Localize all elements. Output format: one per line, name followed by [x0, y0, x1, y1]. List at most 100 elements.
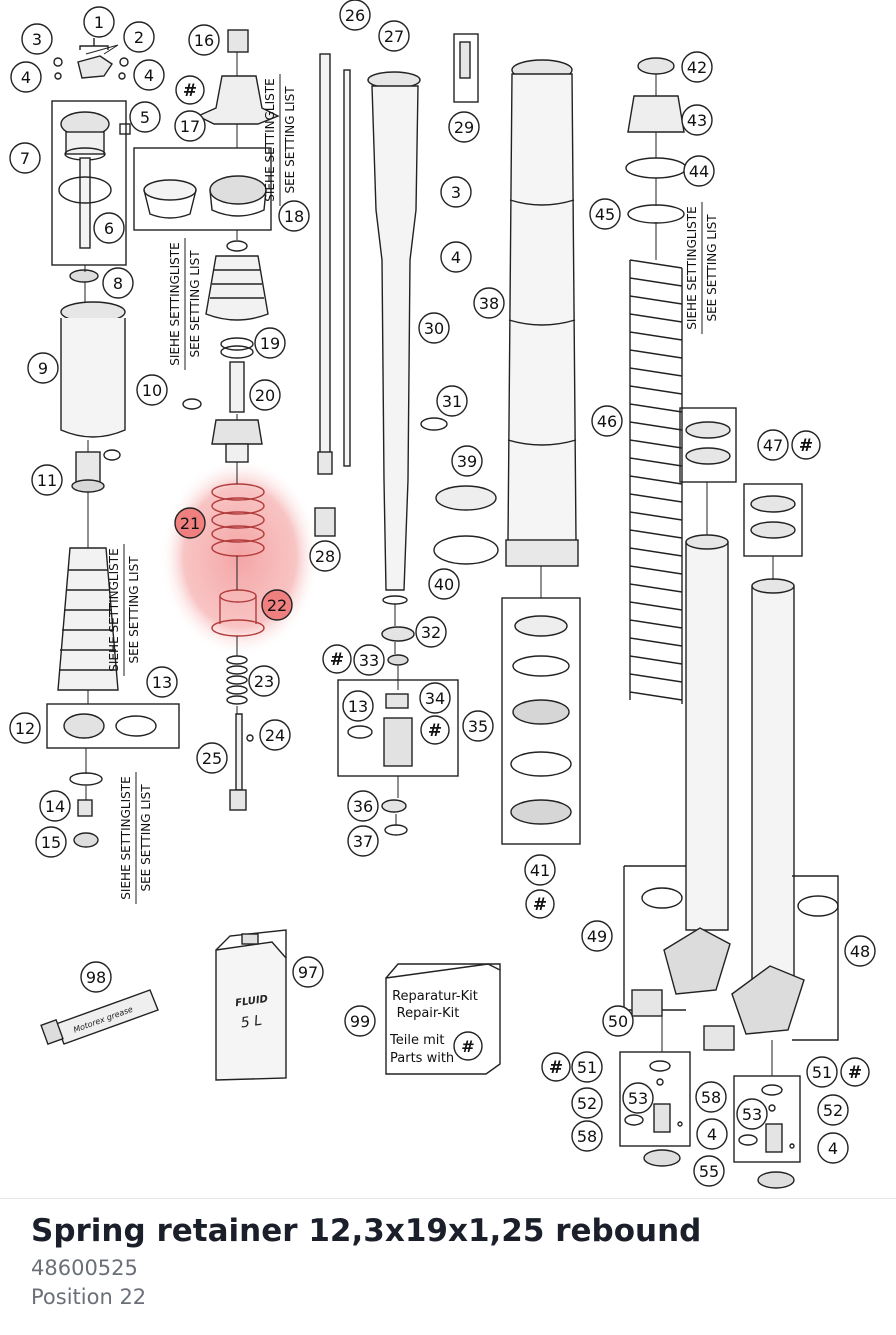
callout-10[interactable]: 10	[136, 374, 168, 406]
callout-24[interactable]: 24	[259, 719, 291, 751]
callout-36[interactable]: 36	[347, 790, 379, 822]
callout-3[interactable]: 3	[440, 176, 472, 208]
callout-38[interactable]: 38	[473, 287, 505, 319]
callout-label: 45	[595, 205, 615, 224]
part-title: Spring retainer 12,3x19x1,25 rebound	[31, 1213, 702, 1249]
callout-40[interactable]: 40	[428, 568, 460, 600]
callout-label: 1	[94, 13, 104, 32]
bracket-48	[792, 875, 839, 1041]
callout-49[interactable]: 49	[581, 920, 613, 952]
callout-20[interactable]: 20	[249, 379, 281, 411]
callout-label: 46	[597, 412, 617, 431]
callout-53[interactable]: 53	[736, 1098, 768, 1130]
callout-28[interactable]: 28	[309, 540, 341, 572]
callout-21[interactable]: 21	[174, 507, 206, 539]
callout-2[interactable]: 2	[123, 21, 155, 53]
callout-16[interactable]: 16	[188, 24, 220, 56]
callout-5[interactable]: 5	[129, 101, 161, 133]
callout-27[interactable]: 27	[378, 20, 410, 52]
callout-39[interactable]: 39	[451, 445, 483, 477]
callout-25[interactable]: 25	[196, 742, 228, 774]
callout-hash[interactable]: #	[420, 715, 450, 745]
callout-18[interactable]: 18	[278, 200, 310, 232]
callout-8[interactable]: 8	[102, 267, 134, 299]
callout-circle	[39, 790, 71, 822]
callout-3[interactable]: 3	[21, 23, 53, 55]
callout-11[interactable]: 11	[31, 464, 63, 496]
callout-19[interactable]: 19	[254, 327, 286, 359]
callout-52[interactable]: 52	[817, 1094, 849, 1126]
callout-47[interactable]: 47	[757, 429, 789, 461]
callout-55[interactable]: 55	[693, 1155, 725, 1187]
callout-label: 13	[152, 673, 172, 692]
callout-7[interactable]: 7	[9, 142, 41, 174]
callout-14[interactable]: 14	[39, 790, 71, 822]
callout-37[interactable]: 37	[347, 825, 379, 857]
callout-circle	[602, 1005, 634, 1037]
setting-note-de: SIEHE SETTINGLISTE	[107, 548, 121, 671]
callout-13[interactable]: 13	[342, 690, 374, 722]
callout-circle	[347, 790, 379, 822]
callout-22[interactable]: 22	[261, 589, 293, 621]
callout-44[interactable]: 44	[683, 155, 715, 187]
callout-circle	[681, 104, 713, 136]
callout-42[interactable]: 42	[681, 51, 713, 83]
callout-label: 98	[86, 968, 106, 987]
callout-48[interactable]: 48	[844, 935, 876, 967]
callout-hash[interactable]: #	[791, 430, 821, 460]
part-3-screw	[53, 57, 63, 67]
callout-99[interactable]: 99	[344, 1005, 376, 1037]
callout-30[interactable]: 30	[418, 312, 450, 344]
callout-hash[interactable]: #	[525, 889, 555, 919]
callout-hash[interactable]: #	[840, 1057, 870, 1087]
callout-9[interactable]: 9	[27, 352, 59, 384]
callout-hash[interactable]: #	[541, 1052, 571, 1082]
callout-1[interactable]: 1	[83, 6, 115, 38]
callout-41[interactable]: 41	[524, 854, 556, 886]
callout-97[interactable]: 97	[292, 956, 324, 988]
callout-98[interactable]: 98	[80, 961, 112, 993]
callout-hash[interactable]: #	[322, 644, 352, 674]
callout-50[interactable]: 50	[602, 1005, 634, 1037]
callout-6[interactable]: 6	[93, 212, 125, 244]
callout-circle	[261, 589, 293, 621]
callout-hash[interactable]: #	[175, 75, 205, 105]
callout-43[interactable]: 43	[681, 104, 713, 136]
callout-13[interactable]: 13	[146, 666, 178, 698]
callout-label: 55	[699, 1162, 719, 1181]
callout-circle	[695, 1081, 727, 1113]
callout-32[interactable]: 32	[415, 616, 447, 648]
callout-15[interactable]: 15	[35, 826, 67, 858]
callout-17[interactable]: 17	[174, 110, 206, 142]
highlight-glow	[160, 457, 320, 657]
callout-12[interactable]: 12	[9, 712, 41, 744]
callout-4[interactable]: 4	[817, 1132, 849, 1164]
callout-label: 21	[180, 514, 200, 533]
callout-35[interactable]: 35	[462, 710, 494, 742]
callout-4[interactable]: 4	[440, 241, 472, 273]
callout-4[interactable]: 4	[133, 59, 165, 91]
callout-45[interactable]: 45	[589, 198, 621, 230]
callout-circle	[581, 920, 613, 952]
part-22-spring-retainer	[211, 589, 265, 637]
callout-51[interactable]: 51	[571, 1051, 603, 1083]
callout-46[interactable]: 46	[591, 405, 623, 437]
callout-58[interactable]: 58	[695, 1081, 727, 1113]
callout-4[interactable]: 4	[696, 1118, 728, 1150]
callout-circle	[278, 200, 310, 232]
callout-53[interactable]: 53	[622, 1082, 654, 1114]
part-position: Position 22	[31, 1285, 147, 1309]
callout-circle	[249, 379, 281, 411]
callout-58[interactable]: 58	[571, 1120, 603, 1152]
callout-29[interactable]: 29	[448, 111, 480, 143]
callout-26[interactable]: 26	[339, 0, 371, 31]
callout-4[interactable]: 4	[10, 61, 42, 93]
callout-52[interactable]: 52	[571, 1087, 603, 1119]
callout-51[interactable]: 51	[806, 1056, 838, 1088]
callout-33[interactable]: 33	[353, 644, 385, 676]
callout-23[interactable]: 23	[248, 665, 280, 697]
callout-31[interactable]: 31	[436, 385, 468, 417]
callout-34[interactable]: 34	[419, 682, 451, 714]
part-4-washer-right	[118, 72, 126, 80]
